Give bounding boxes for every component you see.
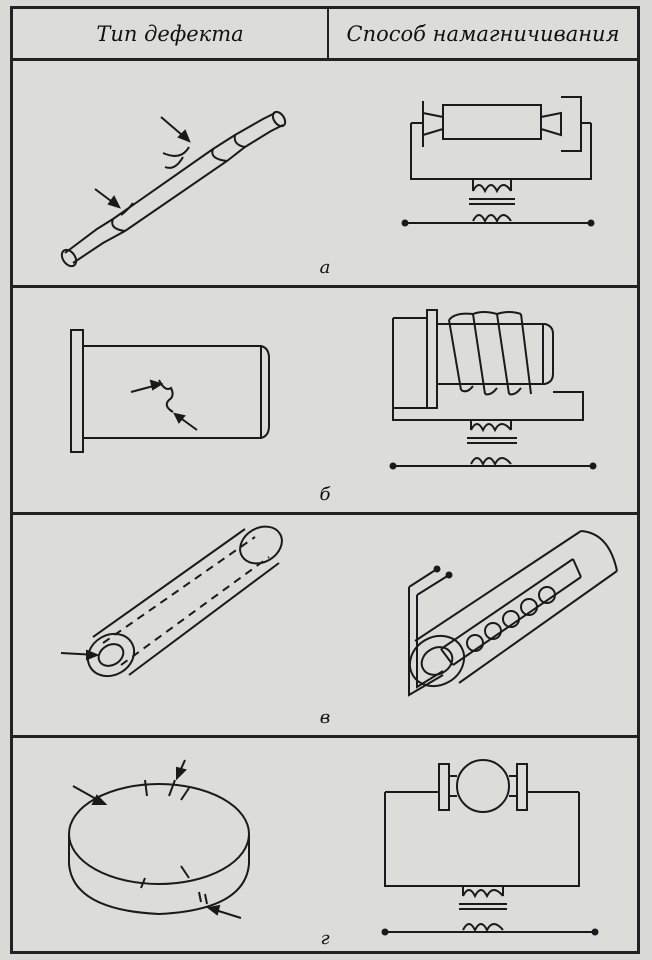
row-b: б — [13, 288, 637, 515]
coil-magnetization-circuit — [391, 310, 596, 469]
row-b-figures — [13, 288, 637, 512]
row-v-label: в — [319, 707, 331, 728]
row-b-label: б — [319, 484, 331, 505]
tube-conductor-setup — [401, 531, 617, 696]
disc-figure — [69, 780, 249, 914]
tube-figure — [80, 519, 288, 684]
tube-defect-arrow — [61, 651, 97, 659]
flanged-part-figure — [71, 330, 269, 452]
shaft-defect-arrows — [95, 117, 189, 207]
row-a: а — [13, 61, 637, 288]
row-a-label: а — [319, 257, 331, 278]
disc-defect-arrows — [73, 760, 241, 918]
row-a-figures — [13, 61, 637, 285]
row-g-figures — [13, 738, 637, 951]
shaft-magnetization-circuit — [403, 97, 594, 226]
table-header: Тип дефекта Способ намагничивания — [13, 9, 637, 61]
row-v-figures — [13, 515, 637, 735]
defect-table: Тип дефекта Способ намагничивания — [10, 6, 640, 954]
shaft-figure — [59, 110, 288, 269]
header-defect-type: Тип дефекта — [13, 9, 329, 58]
header-magnetization-method: Способ намагничивания — [346, 21, 620, 46]
row-g: г — [13, 738, 637, 951]
flanged-part-defect-arrows — [131, 381, 197, 430]
disc-magnetization-circuit — [383, 760, 598, 935]
row-v: в — [13, 515, 637, 738]
row-g-label: г — [320, 928, 330, 949]
